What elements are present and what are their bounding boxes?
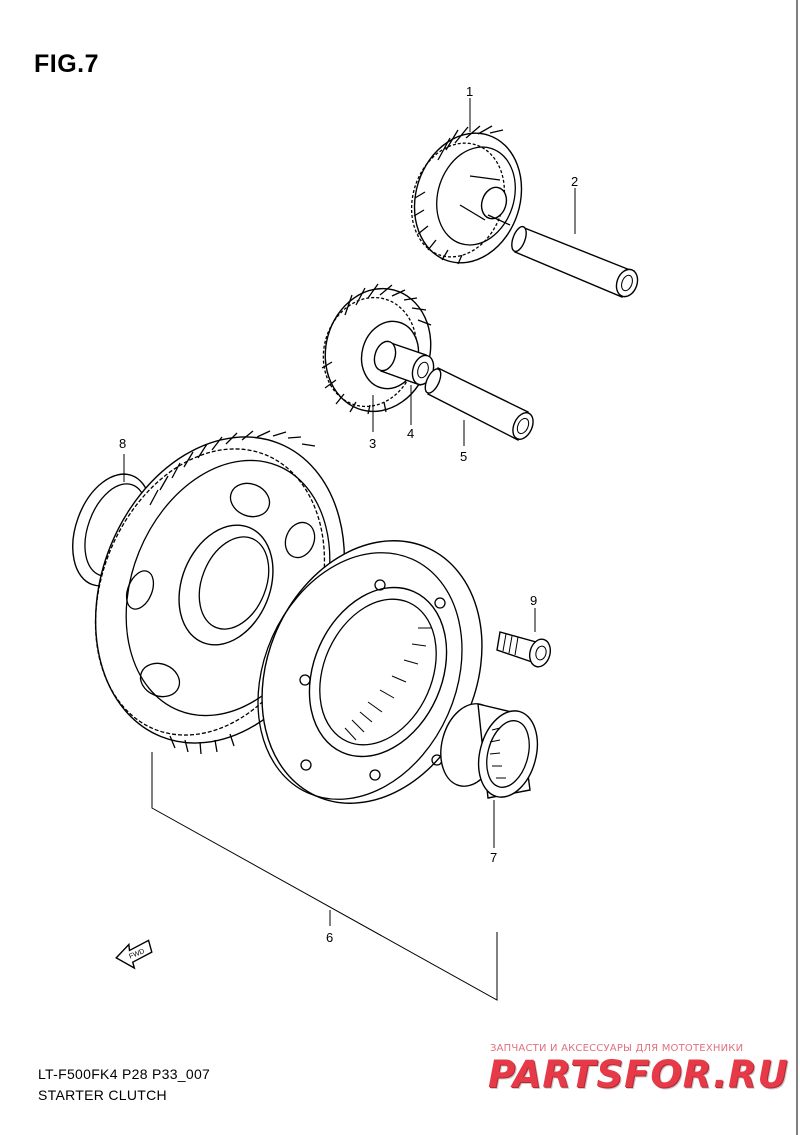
part-9-bolt[interactable]: [496, 631, 553, 669]
watermark-logo: PARTSFOR.RU: [488, 1053, 789, 1096]
callout-5: 5: [460, 449, 467, 464]
leader-lines: [123, 98, 576, 1001]
callout-3: 3: [369, 436, 376, 451]
part-5-shaft[interactable]: [422, 367, 537, 443]
part-1-idler-gear[interactable]: [397, 119, 538, 277]
part-7-bearing[interactable]: [432, 697, 546, 804]
callout-9: 9: [530, 593, 537, 608]
part-2-shaft[interactable]: [509, 225, 641, 300]
drawing-code: LT-F500FK4 P28 P33_007: [38, 1066, 211, 1082]
callout-2: 2: [571, 174, 578, 189]
drawing-name: STARTER CLUTCH: [38, 1087, 167, 1103]
callout-6: 6: [326, 930, 333, 945]
callout-1: 1: [466, 84, 473, 99]
watermark-caption: ЗАПЧАСТИ И АКСЕССУАРЫ ДЛЯ МОТОТЕХНИКИ: [490, 1043, 744, 1054]
fwd-direction-arrow-icon: FWD: [115, 939, 153, 970]
figure-title: FIG.7: [34, 50, 100, 78]
callout-8: 8: [119, 436, 126, 451]
callout-7: 7: [490, 850, 497, 865]
part-6-clutch-housing[interactable]: [220, 505, 522, 838]
callout-4: 4: [407, 426, 414, 441]
